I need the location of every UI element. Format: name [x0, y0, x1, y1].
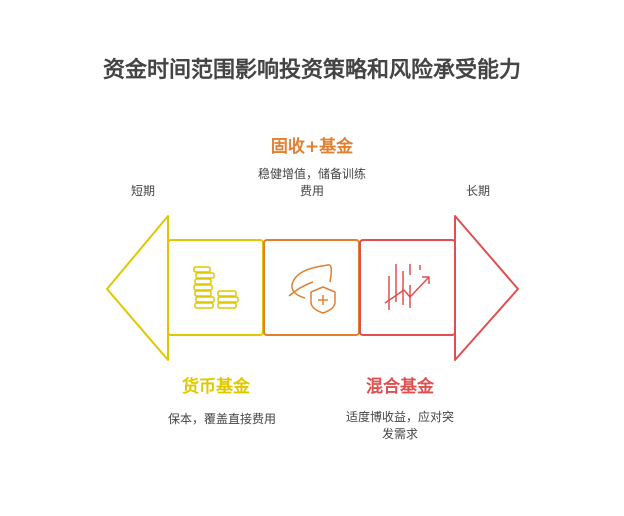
desc-fixed-income-plus: 稳健增值，储备训练 费用: [258, 166, 366, 200]
left-arrow-head: [106, 215, 169, 361]
desc-money-fund: 保本，覆盖直接费用: [167, 412, 277, 426]
box-fixed-income-plus: [263, 239, 360, 336]
heading-mixed-fund: 混合基金: [366, 377, 434, 397]
label-short-term: 短期: [130, 184, 156, 198]
chart-up-icon: [384, 264, 430, 310]
desc-line: 费用: [299, 184, 325, 198]
right-arrow-head: [454, 215, 519, 361]
heading-fixed-income-plus: 固收+基金: [270, 137, 354, 157]
label-long-term: 长期: [465, 184, 491, 198]
box-money-fund: [167, 239, 264, 336]
leaf-shield-icon: [288, 264, 336, 314]
desc-mixed-fund: 适度博收益，应对突 发需求: [346, 409, 454, 443]
desc-line: 发需求: [381, 427, 419, 441]
desc-line: 适度博收益，应对突: [345, 410, 455, 424]
box-mixed-fund: [359, 239, 456, 336]
desc-line: 稳健增值，储备训练: [257, 167, 367, 181]
page-title: 资金时间范围影响投资策略和风险承受能力: [102, 58, 522, 83]
heading-money-fund: 货币基金: [182, 377, 250, 397]
coins-icon: [193, 266, 239, 309]
